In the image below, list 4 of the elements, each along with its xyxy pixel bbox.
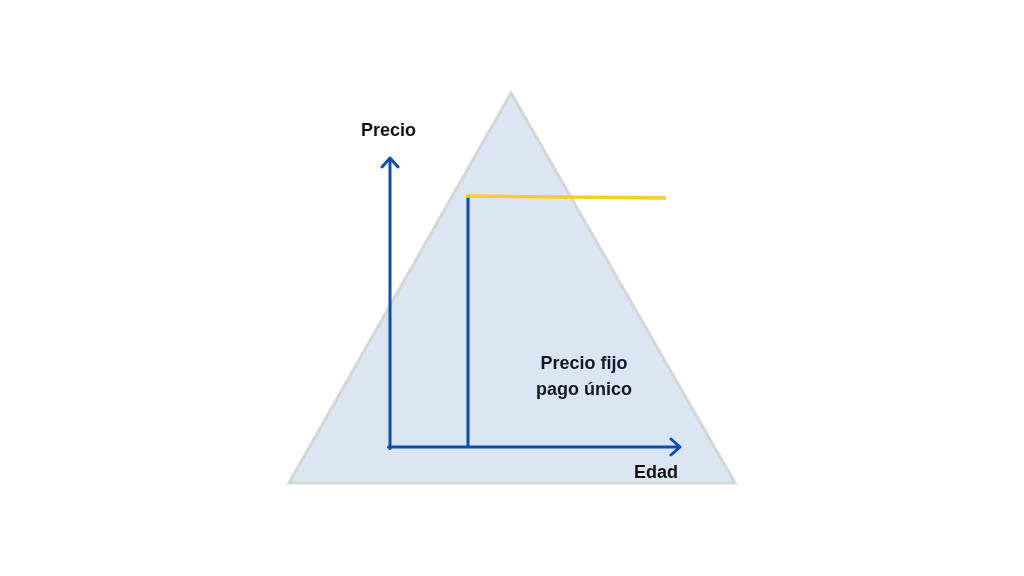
axis-label: Edad: [634, 461, 678, 483]
triangle-shape: [287, 91, 737, 485]
axis-label: Precio: [361, 119, 417, 141]
region-label: Precio fijo pago único: [535, 352, 633, 401]
